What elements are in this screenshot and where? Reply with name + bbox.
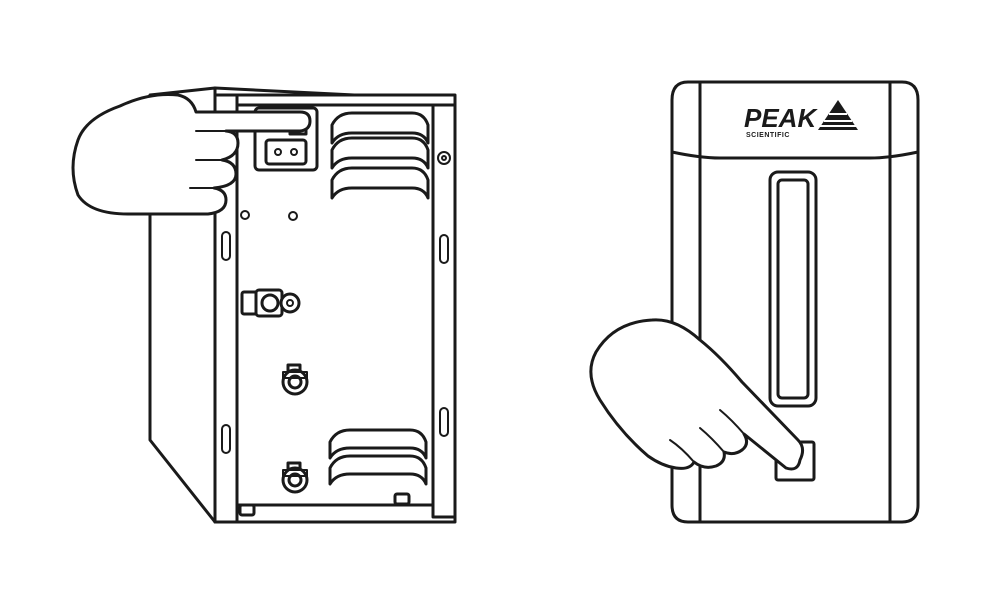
vent-grille-bottom (328, 428, 428, 486)
panel-screw-hole (240, 210, 250, 220)
panel-screw-hole (288, 211, 298, 221)
front-unit-lid-line (670, 150, 920, 160)
brand-name: PEAK (744, 103, 818, 133)
pointing-hand-icon (71, 93, 312, 216)
rear-unit-right-flange (431, 103, 457, 519)
flange-slot (221, 424, 231, 454)
iec-socket (264, 138, 308, 166)
corner-screw-center (441, 155, 447, 161)
flange-slot (221, 231, 231, 261)
corner-screw (437, 151, 451, 165)
flange-slot (439, 234, 449, 264)
vent-grille-top (330, 111, 430, 200)
rear-unit-foot (238, 503, 256, 517)
flange-slot (439, 407, 449, 437)
drain-fitting (281, 363, 309, 396)
water-level-window-inner (776, 178, 810, 400)
brand-subtitle: SCIENTIFIC (746, 132, 790, 139)
gas-outlet-fitting (240, 288, 301, 318)
generator-rear-view (148, 86, 457, 524)
drain-fitting (281, 461, 309, 494)
peak-triangle-logo-icon (818, 100, 858, 130)
pointing-hand-icon (589, 318, 805, 471)
rear-unit-foot (393, 492, 411, 506)
brand-logo: PEAK SCIENTIFIC (744, 100, 858, 139)
